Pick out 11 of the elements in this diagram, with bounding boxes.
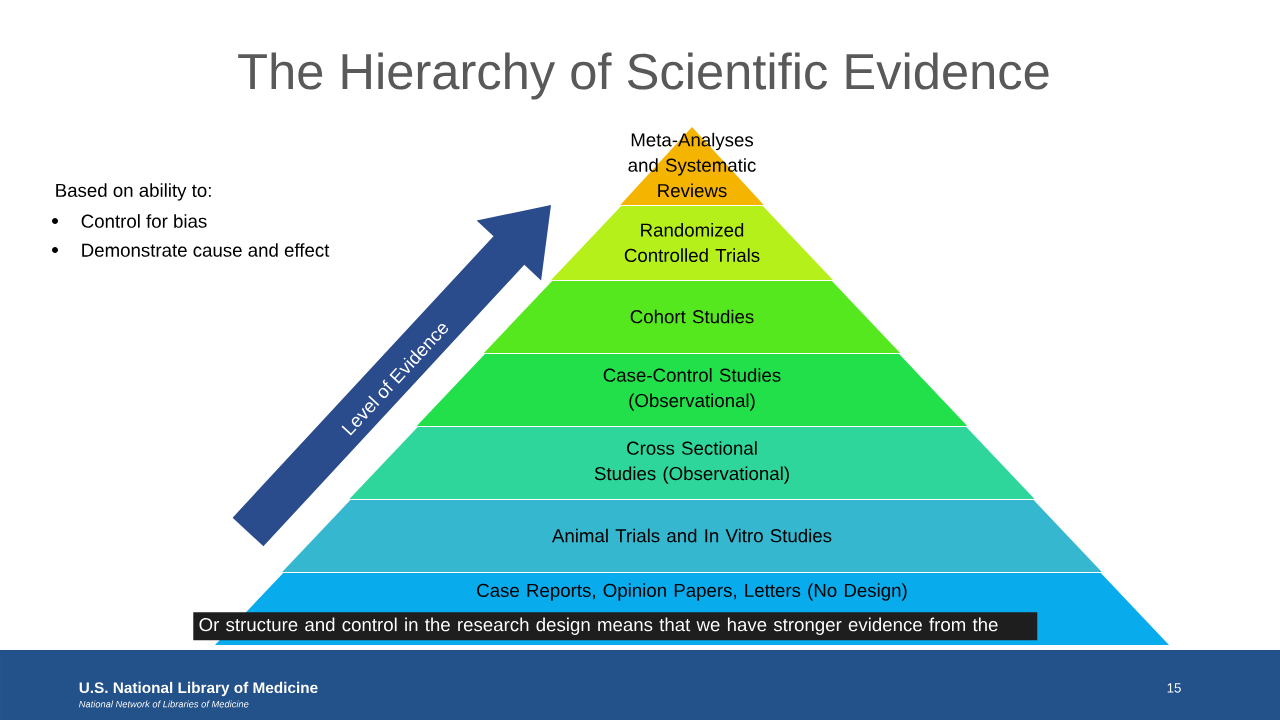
intro-text: Based on ability to: xyxy=(56,183,211,201)
bullet-item: Control for bias xyxy=(81,214,207,228)
pyramid-layer: Randomized Controlled Trials xyxy=(551,206,833,280)
pyramid-layer: Animal Trials and In Vitro Studies xyxy=(282,500,1102,572)
bullet-item: Demonstrate cause and effect xyxy=(82,243,330,257)
slide-title: The Hierarchy of Scientific Evidence xyxy=(238,52,1049,100)
page-number: 15 xyxy=(1167,683,1181,693)
pyramid-layer: Cohort Studies xyxy=(483,281,901,353)
footer-title: U.S. National Library of Medicine xyxy=(79,681,318,697)
footer-subtitle: National Network of Libraries of Medicine xyxy=(79,700,249,708)
subtitle-caption: Or structure and control in the research design means that we have stronger evidence from the xyxy=(193,612,1038,641)
